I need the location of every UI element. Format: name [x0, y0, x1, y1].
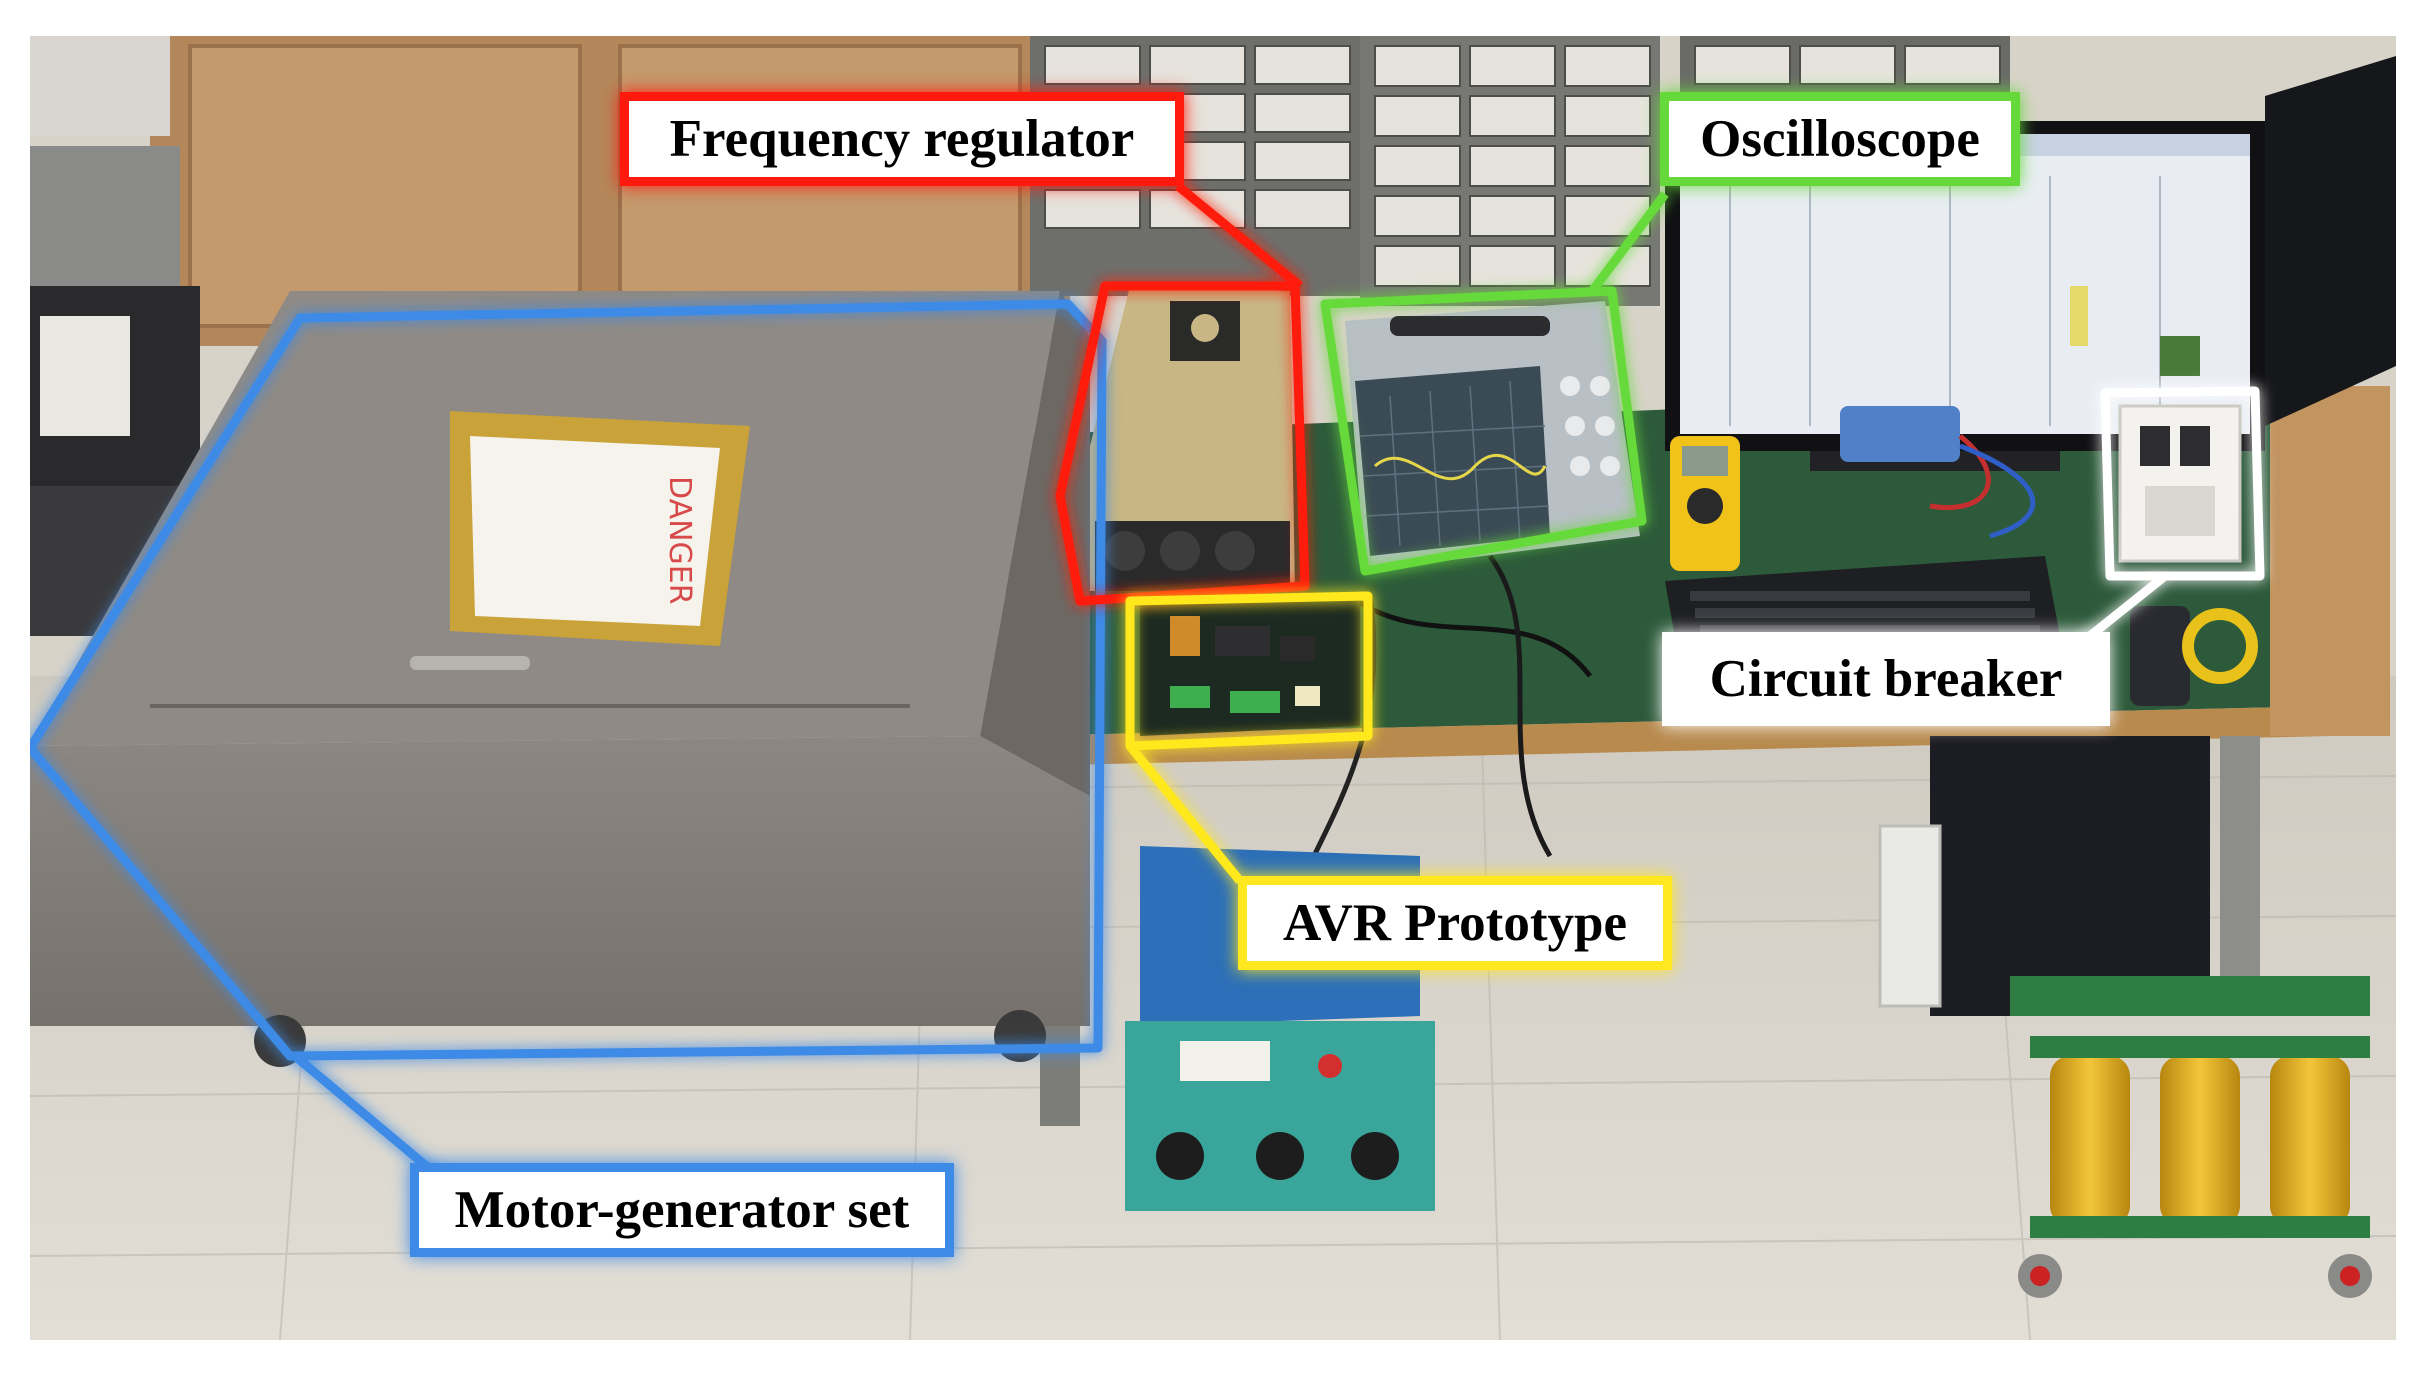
frequency-regulator-label: Frequency regulator — [620, 92, 1184, 186]
avr-prototype-board — [1140, 596, 1360, 736]
oscilloscope-label: Oscilloscope — [1660, 92, 2020, 186]
motor-generator-set-label: Motor-generator set — [410, 1163, 954, 1257]
three-phase-transformer — [2010, 976, 2372, 1298]
avr-prototype-label: AVR Prototype — [1238, 876, 1672, 970]
oscilloscope-device — [1345, 301, 1640, 571]
danger-sign-text: DANGER — [662, 476, 697, 605]
frequency-regulator-highlight — [1055, 182, 1310, 606]
circuit-breaker-label: Circuit breaker — [1662, 632, 2110, 726]
motor-generator-cabinet: DANGER — [30, 291, 1090, 1067]
circuit-breaker-device — [2118, 404, 2242, 563]
avr-prototype-highlight — [1125, 591, 1373, 884]
frequency-regulator-device — [1070, 286, 1295, 591]
oscilloscope-highlight — [1320, 191, 1669, 576]
